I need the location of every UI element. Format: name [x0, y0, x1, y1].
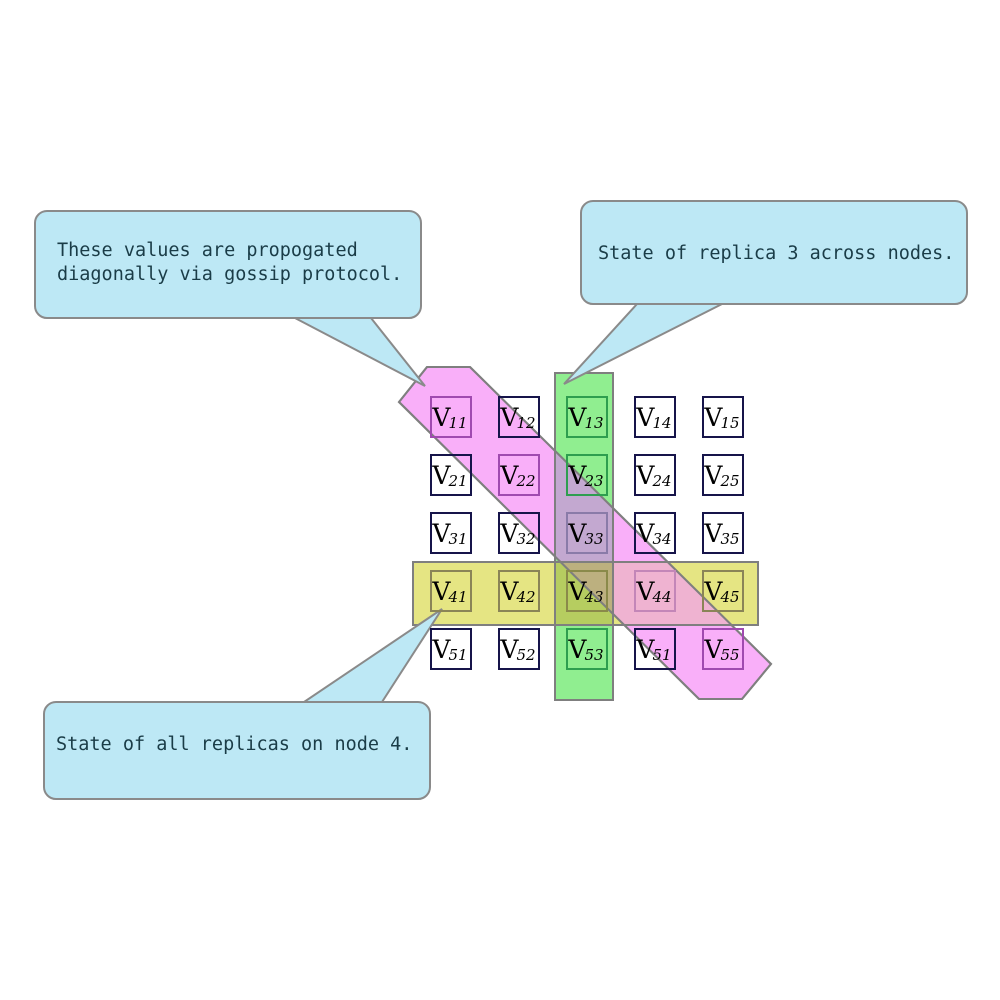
cell-value-symbol: V — [432, 576, 451, 606]
cell-value-subscript: 14 — [652, 413, 672, 432]
cell-value-symbol: V — [500, 634, 519, 664]
cell-value-symbol: V — [500, 576, 519, 606]
replica-3-callout[interactable] — [563, 200, 968, 385]
cell-value-symbol: V — [568, 460, 587, 490]
cell-value-subscript: 21 — [448, 471, 468, 490]
cell-value-subscript: 13 — [584, 413, 604, 432]
cell-value-subscript: 11 — [448, 413, 468, 432]
cell-value-symbol: V — [704, 460, 723, 490]
cell-value-symbol: V — [500, 518, 519, 548]
node-4-callout-label: State of all replicas on node 4. — [56, 734, 413, 755]
gossip-propagation-callout[interactable] — [34, 210, 426, 387]
cell-value-subscript: 35 — [720, 529, 740, 548]
gossip-diagonal-band-outline — [397, 366, 773, 700]
cell-value-symbol: V — [432, 460, 451, 490]
cell-value-symbol: V — [568, 518, 587, 548]
cell-value-subscript: 41 — [448, 587, 468, 606]
cell-value-subscript: 52 — [516, 645, 536, 664]
cell-value-subscript: 15 — [720, 413, 740, 432]
cell-value-subscript: 44 — [652, 587, 672, 606]
cell-value-symbol: V — [500, 402, 519, 432]
node-4-row-band-outline — [412, 561, 759, 626]
cell-value-symbol: V — [704, 576, 723, 606]
cell-value-symbol: V — [636, 634, 655, 664]
cell-value-symbol: V — [432, 402, 451, 432]
cell-value-symbol: V — [704, 634, 723, 664]
gossip-propagation-callout-label: These values are propogated diagonally v… — [57, 240, 403, 286]
cell-value-symbol: V — [500, 460, 519, 490]
cell-value-subscript: 22 — [516, 471, 536, 490]
cell-value-symbol: V — [432, 634, 451, 664]
cell-value-subscript: 32 — [516, 529, 536, 548]
cell-value-subscript: 23 — [584, 471, 604, 490]
cell-value-subscript: 33 — [584, 529, 604, 548]
cell-value-symbol: V — [568, 634, 587, 664]
cell-value-symbol: V — [568, 402, 587, 432]
cell-value-subscript: 51 — [448, 645, 468, 664]
cell-value-subscript: 55 — [720, 645, 740, 664]
cell-value-symbol: V — [568, 576, 587, 606]
cell-value-subscript: 24 — [652, 471, 672, 490]
cell-value-symbol: V — [432, 518, 451, 548]
callout-box[interactable] — [580, 200, 968, 305]
cell-value-symbol: V — [636, 518, 655, 548]
cell-value-subscript: 45 — [720, 587, 740, 606]
cell-value-subscript: 42 — [516, 587, 536, 606]
replica-3-callout-label: State of replica 3 across nodes. — [598, 243, 955, 264]
node-4-callout[interactable] — [43, 608, 443, 800]
cell-value-symbol: V — [636, 460, 655, 490]
callout-box[interactable] — [43, 701, 431, 800]
cell-value-symbol: V — [704, 518, 723, 548]
cell-value-subscript: 12 — [516, 413, 536, 432]
cell-value-subscript: 43 — [584, 587, 604, 606]
cell-value-symbol: V — [636, 576, 655, 606]
cell-value-subscript: 25 — [720, 471, 740, 490]
callout-box[interactable] — [34, 210, 422, 319]
cell-value-symbol: V — [636, 402, 655, 432]
cell-value-symbol: V — [704, 402, 723, 432]
cell-value-subscript: 51 — [652, 645, 672, 664]
cell-value-subscript: 31 — [448, 529, 468, 548]
cell-value-subscript: 34 — [652, 529, 672, 548]
cell-value-subscript: 53 — [584, 645, 604, 664]
